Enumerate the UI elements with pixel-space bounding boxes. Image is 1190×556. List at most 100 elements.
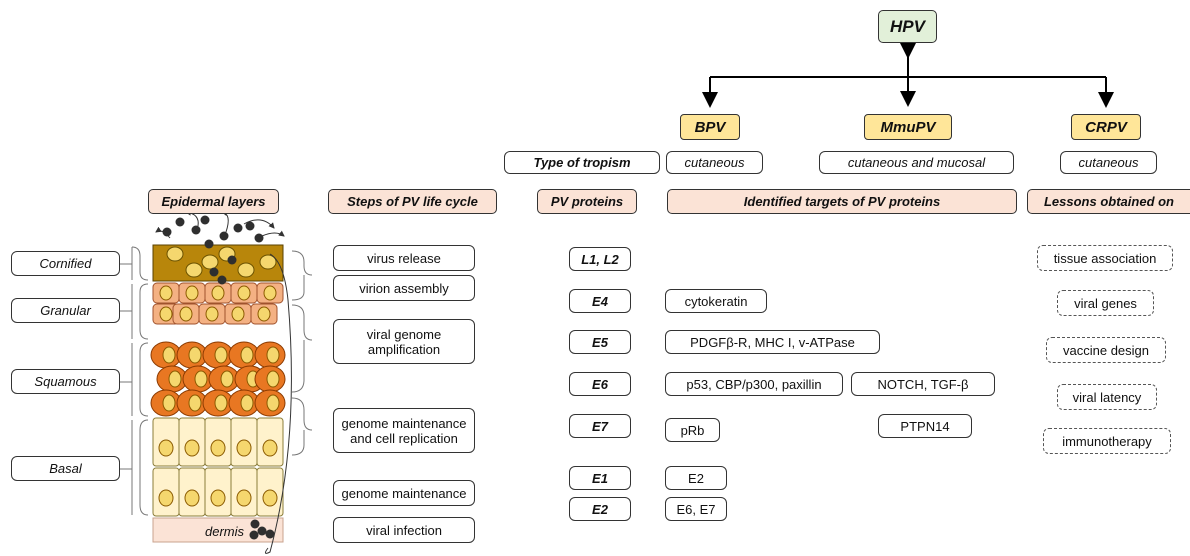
- lesson-immunotherapy: immunotherapy: [1043, 428, 1171, 454]
- tropism-mmupv: cutaneous and mucosal: [819, 151, 1014, 174]
- granular-cell-nucleus: [159, 285, 173, 301]
- step-virus-release: virus release: [333, 245, 475, 271]
- protein-e6: E6: [569, 372, 631, 396]
- step-viral-infection: viral infection: [333, 517, 475, 543]
- lesson-viral-genes: viral genes: [1057, 290, 1154, 316]
- squamous-cell-nucleus: [168, 370, 182, 388]
- virion-particle: [204, 239, 214, 249]
- basal-cell-nucleus: [184, 489, 200, 507]
- layer-label-basal: Basal: [11, 456, 120, 481]
- infection-path-line: [264, 253, 292, 554]
- header-targets: Identified targets of PV proteins: [667, 189, 1017, 214]
- basal-cell-nucleus: [158, 489, 174, 507]
- squamous-cell-nucleus: [214, 394, 228, 412]
- granular-cell-nucleus: [237, 285, 251, 301]
- granular-cell-nucleus: [179, 306, 193, 322]
- step-genome-maintenance-cell-replication: genome maintenance and cell replication: [333, 408, 475, 453]
- header-lessons: Lessons obtained on: [1027, 189, 1190, 214]
- protein-e7: E7: [569, 414, 631, 438]
- protein-e2: E2: [569, 497, 631, 521]
- target-e6-bpv: p53, CBP/p300, paxillin: [665, 372, 843, 396]
- virion-particles: [155, 209, 292, 554]
- virion-particle: [209, 267, 219, 277]
- tropism-crpv: cutaneous: [1060, 151, 1157, 174]
- release-arrow: [221, 210, 229, 233]
- tree-connectors: [702, 43, 1114, 108]
- squamous-cell-nucleus: [266, 346, 280, 364]
- header-life-cycle: Steps of PV life cycle: [328, 189, 497, 214]
- virion-particle: [233, 223, 243, 233]
- virion-particle: [249, 530, 259, 540]
- header-epidermal-layers: Epidermal layers: [148, 189, 279, 214]
- squamous-cell-nucleus: [188, 346, 202, 364]
- hpv-root-box: HPV: [878, 10, 937, 43]
- virion-particle: [200, 215, 210, 225]
- basal-cell-nucleus: [262, 489, 278, 507]
- protein-e1: E1: [569, 466, 631, 490]
- lesson-vaccine-design: vaccine design: [1046, 337, 1166, 363]
- virion-particle: [265, 529, 275, 539]
- virion-particle: [257, 526, 267, 536]
- step-genome-maintenance: genome maintenance: [333, 480, 475, 506]
- step-brackets: [291, 250, 313, 456]
- cornified-cell-nucleus: [201, 254, 219, 270]
- virion-particle: [162, 227, 172, 237]
- basal-cell-nucleus: [210, 489, 226, 507]
- virion-particle: [217, 275, 227, 285]
- target-e6-mmupv: NOTCH, TGF-β: [851, 372, 995, 396]
- granular-cell-nucleus: [205, 306, 219, 322]
- target-e7-bpv: pRb: [665, 418, 720, 442]
- virion-particle: [227, 255, 237, 265]
- dermis-label: dermis: [205, 524, 245, 539]
- protein-e4: E4: [569, 289, 631, 313]
- release-arrow: [185, 209, 199, 227]
- virus-crpv-box: CRPV: [1071, 114, 1141, 140]
- granular-cell-nucleus: [263, 285, 277, 301]
- basal-cell-nucleus: [236, 489, 252, 507]
- granular-cell-nucleus: [185, 285, 199, 301]
- squamous-cell-nucleus: [240, 394, 254, 412]
- granular-cell-nucleus: [159, 306, 173, 322]
- basal-cell-nucleus: [262, 439, 278, 457]
- cornified-cell-nucleus: [185, 262, 203, 278]
- granular-cell-nucleus: [257, 306, 271, 322]
- target-e1-bpv: E2: [665, 466, 727, 490]
- release-arrow: [261, 230, 285, 237]
- release-arrow: [243, 219, 275, 229]
- protein-l1-l2: L1, L2: [569, 247, 631, 271]
- virion-particle: [219, 231, 229, 241]
- target-e2-bpv: E6, E7: [665, 497, 727, 521]
- basal-cell-nucleus: [210, 439, 226, 457]
- tropism-label: Type of tropism: [504, 151, 660, 174]
- lesson-viral-latency: viral latency: [1057, 384, 1157, 410]
- target-e5-bpv: PDGFβ-R, MHC I, v-ATPase: [665, 330, 880, 354]
- squamous-cell-nucleus: [266, 370, 280, 388]
- virion-particle: [245, 221, 255, 231]
- step-viral-genome-amplification: viral genome amplification: [333, 319, 475, 364]
- squamous-cell-nucleus: [194, 370, 208, 388]
- basal-cell-nucleus: [158, 439, 174, 457]
- squamous-cell-nucleus: [162, 346, 176, 364]
- basal-cell-nucleus: [184, 439, 200, 457]
- virus-mmupv-box: MmuPV: [864, 114, 952, 140]
- target-e7-mmupv: PTPN14: [878, 414, 972, 438]
- step-virion-assembly: virion assembly: [333, 275, 475, 301]
- virion-particle: [254, 233, 264, 243]
- lesson-tissue-association: tissue association: [1037, 245, 1173, 271]
- cornified-cell-nucleus: [237, 262, 255, 278]
- tropism-bpv: cutaneous: [666, 151, 763, 174]
- squamous-cell-nucleus: [240, 346, 254, 364]
- granular-cell-nucleus: [231, 306, 245, 322]
- virus-bpv-box: BPV: [680, 114, 740, 140]
- squamous-cell-nucleus: [162, 394, 176, 412]
- header-pv-proteins: PV proteins: [537, 189, 637, 214]
- layer-label-cornified: Cornified: [11, 251, 120, 276]
- basal-cell-nucleus: [236, 439, 252, 457]
- virion-particle: [191, 225, 201, 235]
- virion-particle: [250, 519, 260, 529]
- squamous-cell-nucleus: [214, 346, 228, 364]
- protein-e5: E5: [569, 330, 631, 354]
- epidermis-tissue: [150, 244, 286, 543]
- granular-cell-nucleus: [211, 285, 225, 301]
